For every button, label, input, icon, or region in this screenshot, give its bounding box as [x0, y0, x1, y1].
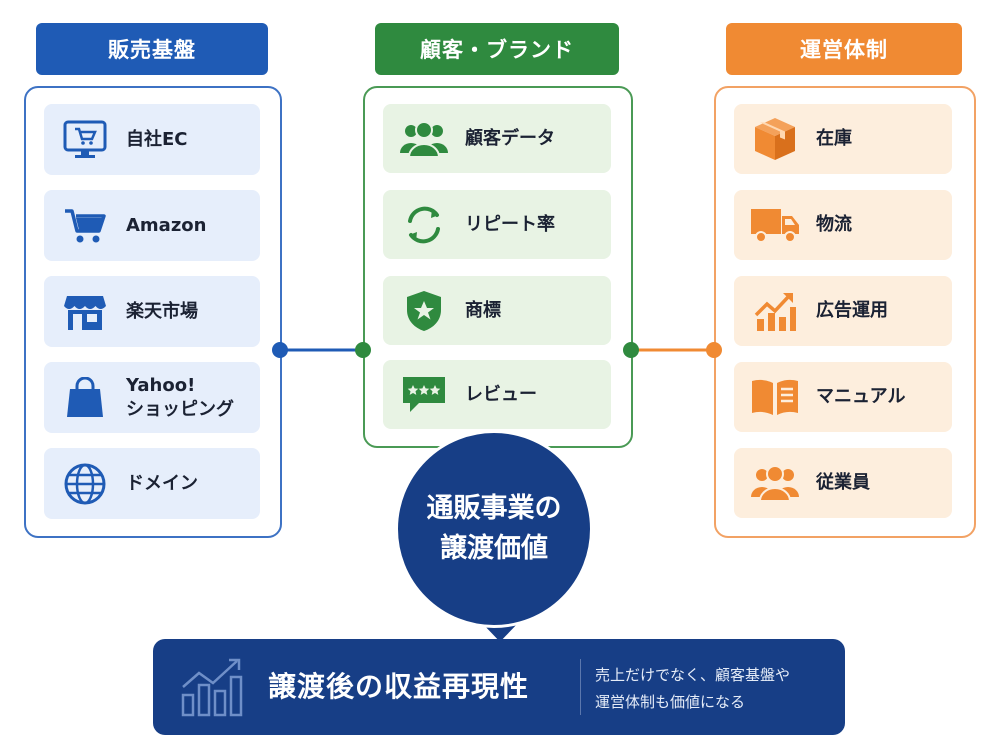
people-icon — [399, 117, 449, 161]
bottom-banner: 譲渡後の収益再現性 売上だけでなく、顧客基盤や 運営体制も価値になる — [153, 639, 845, 735]
refresh-arrows-icon — [399, 203, 449, 247]
monitor-cart-icon — [60, 118, 110, 162]
card-yahoo-shopping: Yahoo! ショッピング — [44, 362, 260, 433]
header-operations: 運営体制 — [726, 23, 962, 75]
card-domain: ドメイン — [44, 448, 260, 519]
card-label: 商標 — [465, 299, 501, 321]
card-label: 自社EC — [126, 128, 188, 150]
card-own-ec: 自社EC — [44, 104, 260, 175]
connector-dot-ops — [706, 342, 722, 358]
panel-customer-brand: 顧客データ リピート率 商標 — [363, 86, 633, 448]
card-label: 従業員 — [816, 472, 870, 493]
card-label: Amazon — [126, 214, 207, 236]
header-customer-brand: 顧客・ブランド — [375, 23, 619, 75]
card-label: 楽天市場 — [126, 300, 198, 322]
team-icon — [750, 461, 800, 505]
card-customer-data: 顧客データ — [383, 104, 611, 173]
card-logistics: 物流 — [734, 190, 952, 260]
panel-operations: 在庫 物流 広告運用 — [714, 86, 976, 538]
card-ad-operations: 広告運用 — [734, 276, 952, 346]
banner-note-line2: 運営体制も価値になる — [595, 693, 746, 711]
center-title-line1: 通販事業の — [426, 493, 562, 524]
shopping-bag-icon — [60, 376, 110, 420]
card-review: レビュー — [383, 360, 611, 429]
connector-dot-brand-right — [623, 342, 639, 358]
card-employees: 従業員 — [734, 448, 952, 518]
center-transfer-value: 通販事業の 譲渡価値 — [395, 430, 593, 628]
shield-star-icon — [399, 289, 449, 333]
connector-dot-sales — [272, 342, 288, 358]
card-label: 顧客データ — [465, 127, 555, 149]
banner-note-line1: 売上だけでなく、顧客基盤や — [595, 666, 791, 684]
card-label: 物流 — [816, 214, 852, 235]
open-book-icon — [750, 375, 800, 419]
card-label: 広告運用 — [816, 300, 888, 321]
header-sales-base: 販売基盤 — [36, 23, 268, 75]
globe-icon — [60, 462, 110, 506]
card-rakuten: 楽天市場 — [44, 276, 260, 347]
panel-sales-base: 自社EC Amazon 楽天市場 — [24, 86, 282, 538]
truck-icon — [750, 203, 800, 247]
card-manual: マニュアル — [734, 362, 952, 432]
center-title-line2: 譲渡価値 — [440, 533, 548, 564]
card-label: レビュー — [465, 383, 537, 405]
growth-chart-icon — [750, 289, 800, 333]
bar-chart-trend-icon — [181, 658, 243, 717]
box-icon — [750, 117, 800, 161]
card-label: ドメイン — [126, 472, 198, 494]
card-label: マニュアル — [816, 386, 906, 407]
card-repeat-rate: リピート率 — [383, 190, 611, 259]
review-bubble-icon — [399, 373, 449, 417]
shopping-cart-icon — [60, 204, 110, 248]
banner-divider — [580, 659, 581, 715]
card-amazon: Amazon — [44, 190, 260, 261]
card-inventory: 在庫 — [734, 104, 952, 174]
storefront-icon — [60, 290, 110, 334]
connector-dot-brand-left — [355, 342, 371, 358]
card-label: 在庫 — [816, 128, 852, 149]
card-label: Yahoo! ショッピング — [126, 374, 234, 420]
banner-title: 譲渡後の収益再現性 — [268, 670, 530, 703]
card-trademark: 商標 — [383, 276, 611, 345]
card-label: リピート率 — [465, 213, 555, 235]
